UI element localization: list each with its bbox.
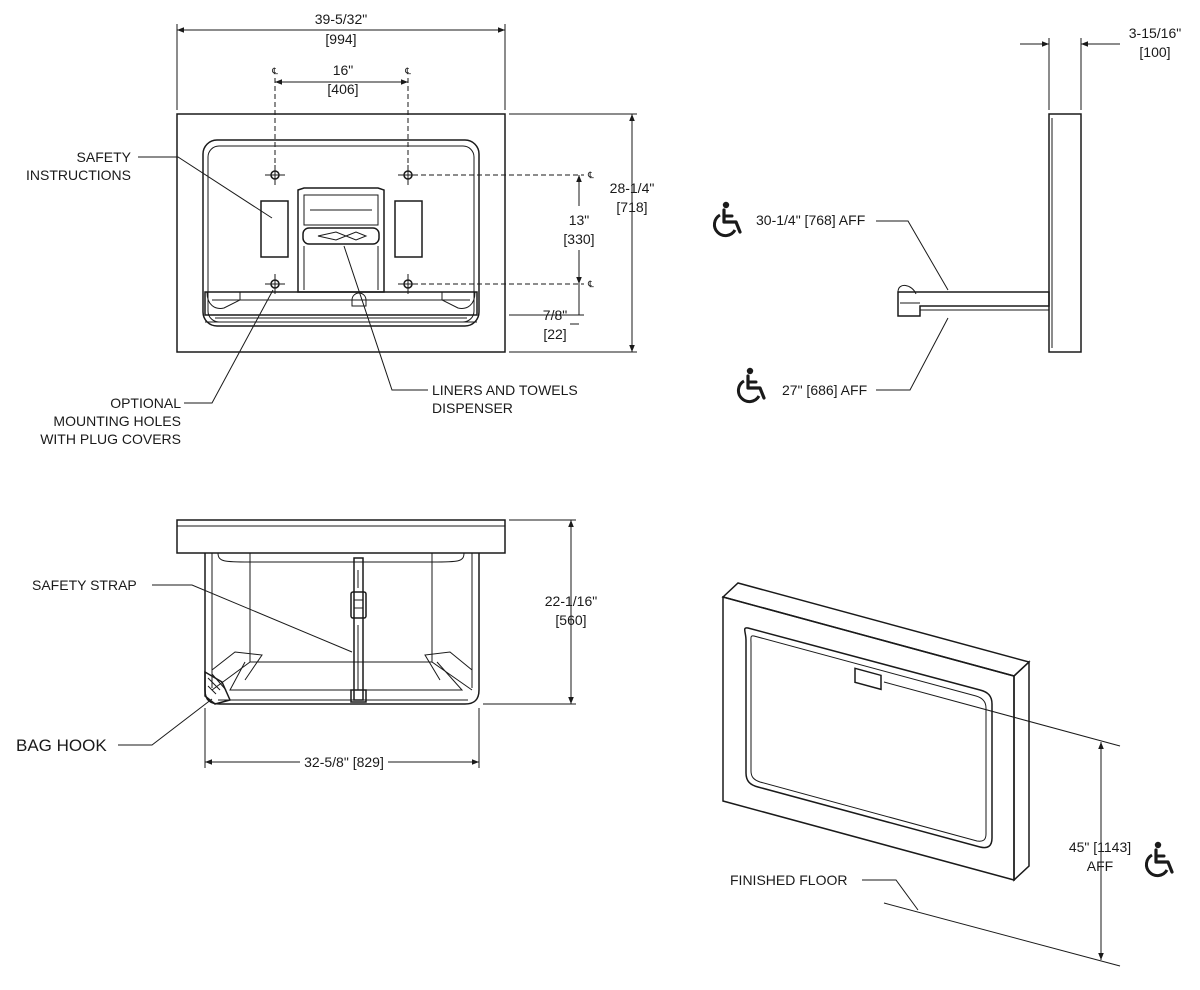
lower-offset-dim-mm: [22] bbox=[543, 326, 566, 342]
front-height-dim-mm: [718] bbox=[616, 199, 647, 215]
mounting-holes bbox=[265, 165, 418, 294]
side-upper-leader bbox=[876, 220, 949, 291]
open-depth-dim: 22-1/16" bbox=[545, 593, 597, 609]
front-inner-panel bbox=[202, 139, 480, 327]
centerline-symbol-upper: ℄ bbox=[587, 170, 594, 180]
dispenser-leader bbox=[343, 245, 428, 391]
hole-vertical-dim: 13" bbox=[569, 212, 590, 228]
lower-offset-dim: 7/8" bbox=[543, 307, 567, 323]
wheelchair-icon bbox=[1144, 840, 1174, 878]
side-lower-height: 27" [686] AFF bbox=[782, 382, 867, 398]
centerline-symbol-left: ℄ bbox=[271, 66, 278, 76]
bag-hook-leader bbox=[118, 698, 213, 746]
mounting-holes-leader bbox=[184, 289, 274, 404]
side-depth-dim-mm: [100] bbox=[1139, 44, 1170, 60]
dispenser-label-2: DISPENSER bbox=[432, 400, 513, 416]
wheelchair-icon bbox=[736, 366, 766, 404]
finished-floor-line bbox=[883, 902, 1121, 967]
iso-view: 45" [1143] AFF FINISHED FLOOR bbox=[721, 582, 1174, 967]
bag-hook-label: BAG HOOK bbox=[16, 736, 107, 755]
wheelchair-icon bbox=[712, 200, 742, 238]
hole-spacing-dim-mm: [406] bbox=[327, 81, 358, 97]
safety-strap-leader bbox=[152, 584, 353, 653]
mounting-holes-label-2: MOUNTING HOLES bbox=[53, 413, 181, 429]
safety-instructions-label-1: SAFETY bbox=[77, 149, 132, 165]
iso-handle bbox=[854, 667, 882, 691]
open-view: 22-1/16" [560] 32-5/8" [829] SAFETY STRA… bbox=[16, 519, 597, 770]
side-wall-body bbox=[1048, 113, 1082, 353]
hole-vertical-dim-mm: [330] bbox=[563, 231, 594, 247]
open-depth-dim-mm: [560] bbox=[555, 612, 586, 628]
iso-front-face bbox=[722, 596, 1015, 881]
safety-label-right bbox=[394, 200, 423, 258]
dispenser-slot bbox=[302, 227, 380, 245]
iso-mount-height: 45" [1143] bbox=[1069, 839, 1131, 855]
mounting-holes-label-1: OPTIONAL bbox=[110, 395, 181, 411]
front-ledge bbox=[204, 291, 478, 316]
open-width-dim: 32-5/8" [829] bbox=[304, 754, 384, 770]
safety-strap bbox=[353, 557, 364, 701]
dispenser-body bbox=[297, 187, 385, 293]
side-open-table bbox=[897, 291, 1050, 317]
side-upper-height: 30-1/4" [768] AFF bbox=[756, 212, 865, 228]
front-view: ℄ ℄ ℄ ℄ 39-5/32" [994] 16" [406] 28-1/4"… bbox=[26, 11, 654, 447]
mounting-holes-label-3: WITH PLUG COVERS bbox=[40, 431, 181, 447]
strap-buckle bbox=[351, 292, 367, 307]
iso-door-panel bbox=[743, 627, 993, 849]
bag-hook bbox=[204, 670, 232, 705]
centerline-symbol-lower: ℄ bbox=[587, 279, 594, 289]
open-wall-body bbox=[176, 519, 506, 554]
finished-floor-label: FINISHED FLOOR bbox=[730, 872, 847, 888]
front-outer-frame bbox=[176, 113, 506, 353]
safety-strap-label: SAFETY STRAP bbox=[32, 577, 137, 593]
side-view: 3-15/16" [100] 30-1/4" [768] AFF 27" [68… bbox=[712, 25, 1181, 404]
centerline-symbol-right: ℄ bbox=[404, 66, 411, 76]
finished-floor-leader bbox=[862, 879, 919, 911]
front-width-dim-mm: [994] bbox=[325, 31, 356, 47]
safety-instructions-leader bbox=[138, 156, 273, 219]
iso-side-face bbox=[1013, 660, 1030, 882]
side-depth-dim: 3-15/16" bbox=[1129, 25, 1181, 41]
side-lower-leader bbox=[876, 317, 949, 391]
strap-buckle-open bbox=[350, 591, 367, 619]
open-tray-outline bbox=[204, 553, 480, 705]
front-height-dim: 28-1/4" bbox=[610, 180, 655, 196]
safety-instructions-label-2: INSTRUCTIONS bbox=[26, 167, 131, 183]
dispenser-label-1: LINERS AND TOWELS bbox=[432, 382, 578, 398]
iso-height-ref-line bbox=[883, 681, 1121, 747]
iso-mount-height-unit: AFF bbox=[1087, 858, 1113, 874]
safety-label-left bbox=[260, 200, 289, 258]
hole-spacing-dim: 16" bbox=[333, 62, 354, 78]
front-width-dim: 39-5/32" bbox=[315, 11, 367, 27]
